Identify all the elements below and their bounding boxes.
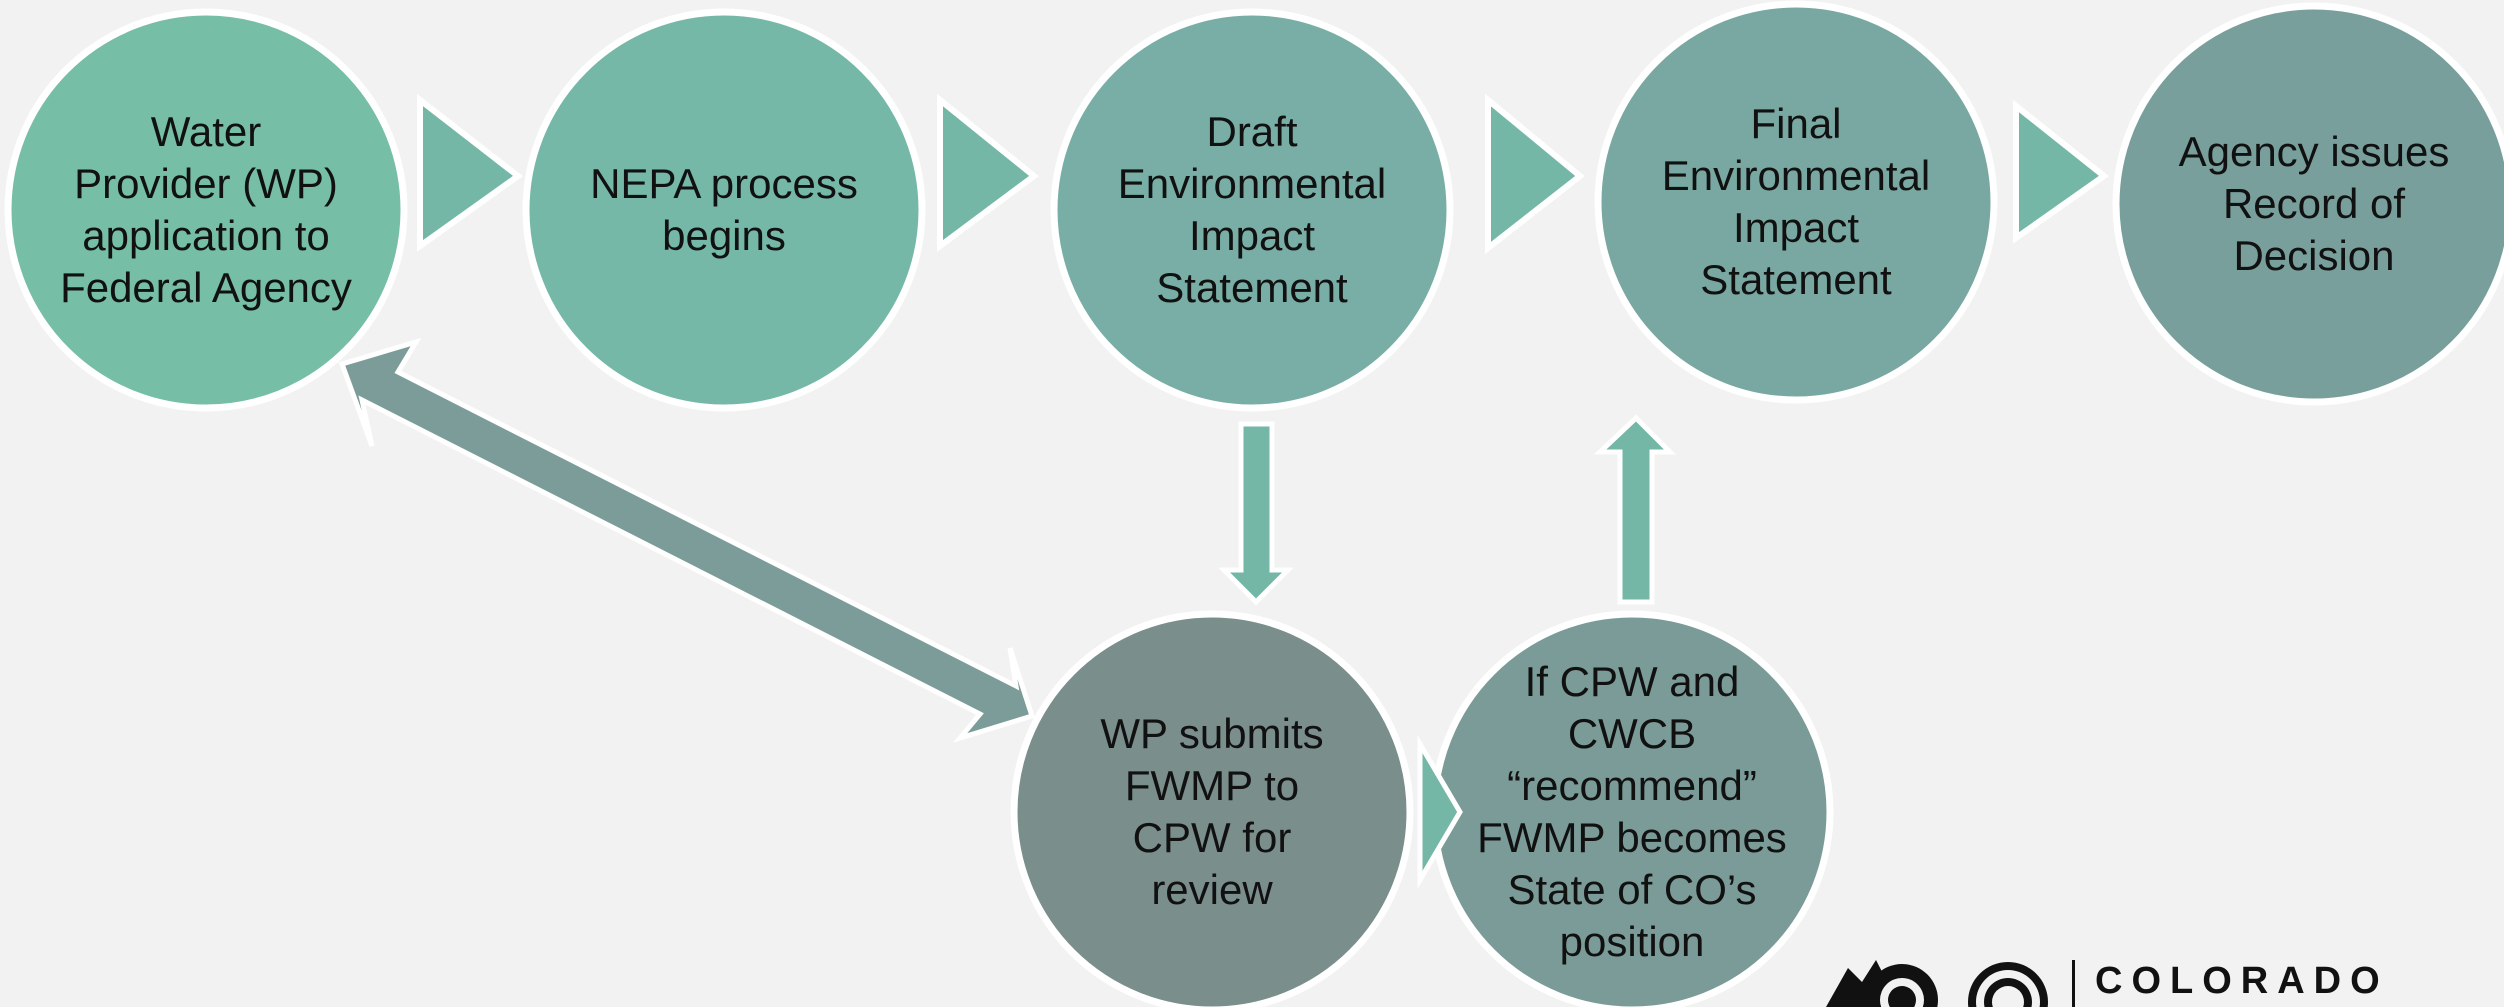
- label-draft-eis: Draft Environmental Impact Statement: [1117, 108, 1387, 311]
- node-nepa-begins: [522, 8, 926, 412]
- label-wp-submits-fwmp: WP submits FWMP to CPW for review: [1100, 710, 1324, 913]
- node-wp-submits-fwmp: [1010, 610, 1414, 1007]
- arrow-down: [1217, 421, 1295, 606]
- colorado-state-logo: [1826, 960, 2075, 1007]
- node-record-of-decision: [2112, 2, 2504, 406]
- label-wp-application: Water Provider (WP) application to Feder…: [60, 108, 352, 311]
- arrow-right-bottom: [1417, 734, 1463, 890]
- label-record-of-decision: Agency issues Record of Decision: [2178, 128, 2450, 279]
- arrow-up: [1593, 414, 1677, 605]
- label-final-eis: Final Environmental Impact Statement: [1661, 100, 1931, 303]
- arrow-right-3: [1485, 93, 1585, 255]
- node-draft-eis: [1050, 8, 1454, 412]
- label-state-position: If CPW and CWCB “recommend” FWMP becomes…: [1477, 658, 1787, 965]
- arrow-right-4: [2013, 99, 2110, 244]
- node-wp-application: [4, 8, 408, 412]
- arrow-right-2: [937, 93, 1039, 252]
- arrow-bidirectional: [338, 337, 1036, 743]
- node-final-eis: [1594, 0, 1998, 404]
- label-nepa-begins: NEPA process begins: [590, 160, 858, 259]
- arrow-right-1: [417, 93, 524, 252]
- colorado-brand-text: COLORADO: [2095, 960, 2389, 1002]
